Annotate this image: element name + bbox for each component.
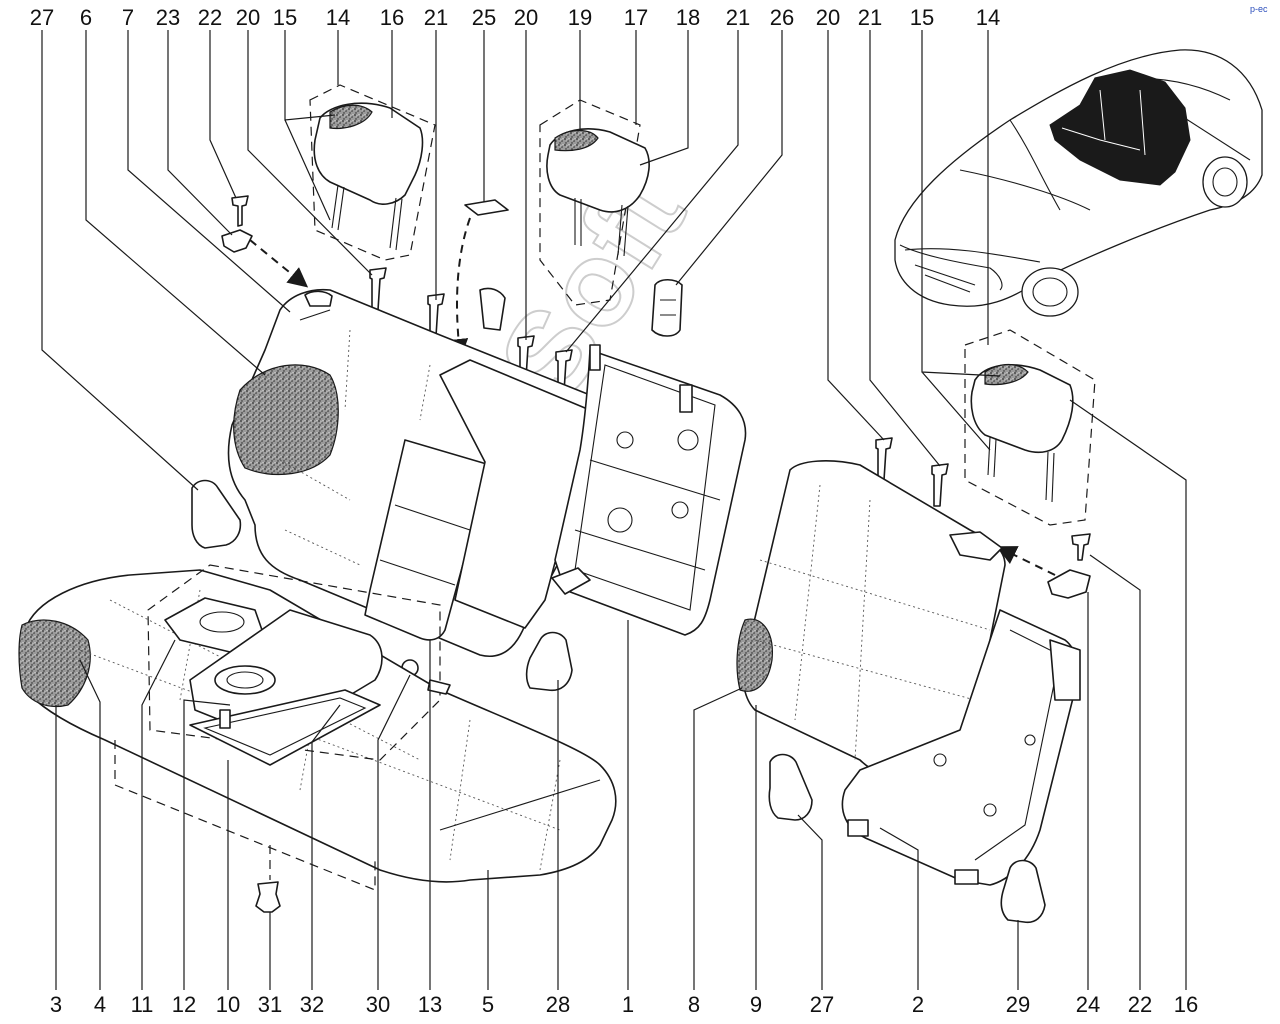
callout-bottom-8: 8: [688, 992, 700, 1017]
backrest-left-frame: [479, 287, 747, 636]
callout-top-20a: 20: [236, 5, 260, 30]
callout-bottom-10: 10: [216, 992, 240, 1017]
backrest-right-side-fabric: [736, 618, 773, 692]
headrest-center-fabric: [554, 129, 599, 152]
headrest-left-group: [309, 84, 436, 261]
highlighted-rear-seat: [1049, 69, 1191, 186]
callout-bottom-13: 13: [418, 992, 442, 1017]
callout-bottom-5: 5: [482, 992, 494, 1017]
callout-top-16: 16: [380, 5, 404, 30]
callout-top-15b: 15: [910, 5, 934, 30]
callout-bottom-29: 29: [1006, 992, 1030, 1017]
corner-mark: p-ec: [1250, 4, 1268, 14]
leader-lines: [41, 30, 1187, 990]
callout-bottom-22: 22: [1128, 992, 1152, 1017]
trim-covers: [191, 479, 1046, 924]
seat-cushion-side-fabric: [18, 619, 91, 708]
callout-bottom-31: 31: [258, 992, 282, 1017]
callouts-bottom: 3 4 11 12 10 31 32 30 13 5 28 1 8 9 27 2…: [50, 992, 1198, 1017]
callout-top-21a: 21: [424, 5, 448, 30]
callout-top-21b: 21: [726, 5, 750, 30]
callout-top-19: 19: [568, 5, 592, 30]
callout-bottom-16: 16: [1174, 992, 1198, 1017]
callout-top-20b: 20: [514, 5, 538, 30]
callout-bottom-24: 24: [1076, 992, 1100, 1017]
backrest-left: [227, 288, 597, 657]
callout-bottom-32: 32: [300, 992, 324, 1017]
callout-top-27: 27: [30, 5, 54, 30]
headrest-right-group: [964, 329, 1096, 526]
callout-top-26: 26: [770, 5, 794, 30]
armrest-hatch: [364, 439, 491, 641]
callouts-top: 27 6 7 23 22 20 15 14 16 21 25 20 19 17 …: [30, 5, 1000, 30]
callout-top-20c: 20: [816, 5, 840, 30]
callout-bottom-4: 4: [94, 992, 106, 1017]
headrest-right-fabric: [984, 363, 1029, 386]
backrest-right: [736, 460, 1006, 781]
callout-bottom-27: 27: [810, 992, 834, 1017]
callout-top-23: 23: [156, 5, 180, 30]
headrest-left-fabric: [329, 104, 373, 130]
callout-bottom-9: 9: [750, 992, 762, 1017]
callout-top-25: 25: [472, 5, 496, 30]
fasteners: [221, 195, 1091, 913]
callout-bottom-2: 2: [912, 992, 924, 1017]
callout-top-15a: 15: [273, 5, 297, 30]
callout-bottom-30: 30: [366, 992, 390, 1017]
callout-top-18: 18: [676, 5, 700, 30]
callout-top-17: 17: [624, 5, 648, 30]
armrest-parts: [114, 564, 451, 891]
callout-top-14a: 14: [326, 5, 350, 30]
callout-bottom-1: 1: [622, 992, 634, 1017]
armrest-frame: [189, 689, 381, 766]
callout-top-22: 22: [198, 5, 222, 30]
car-location-inset: [894, 49, 1263, 317]
callout-top-6: 6: [80, 5, 92, 30]
callout-top-21c: 21: [858, 5, 882, 30]
callout-bottom-11: 11: [131, 992, 154, 1017]
callout-bottom-12: 12: [172, 992, 196, 1017]
callout-bottom-3: 3: [50, 992, 62, 1017]
callout-top-7: 7: [122, 5, 134, 30]
backrest-left-side-fabric: [233, 364, 339, 475]
callout-bottom-28: 28: [546, 992, 570, 1017]
callout-top-14b: 14: [976, 5, 1000, 30]
